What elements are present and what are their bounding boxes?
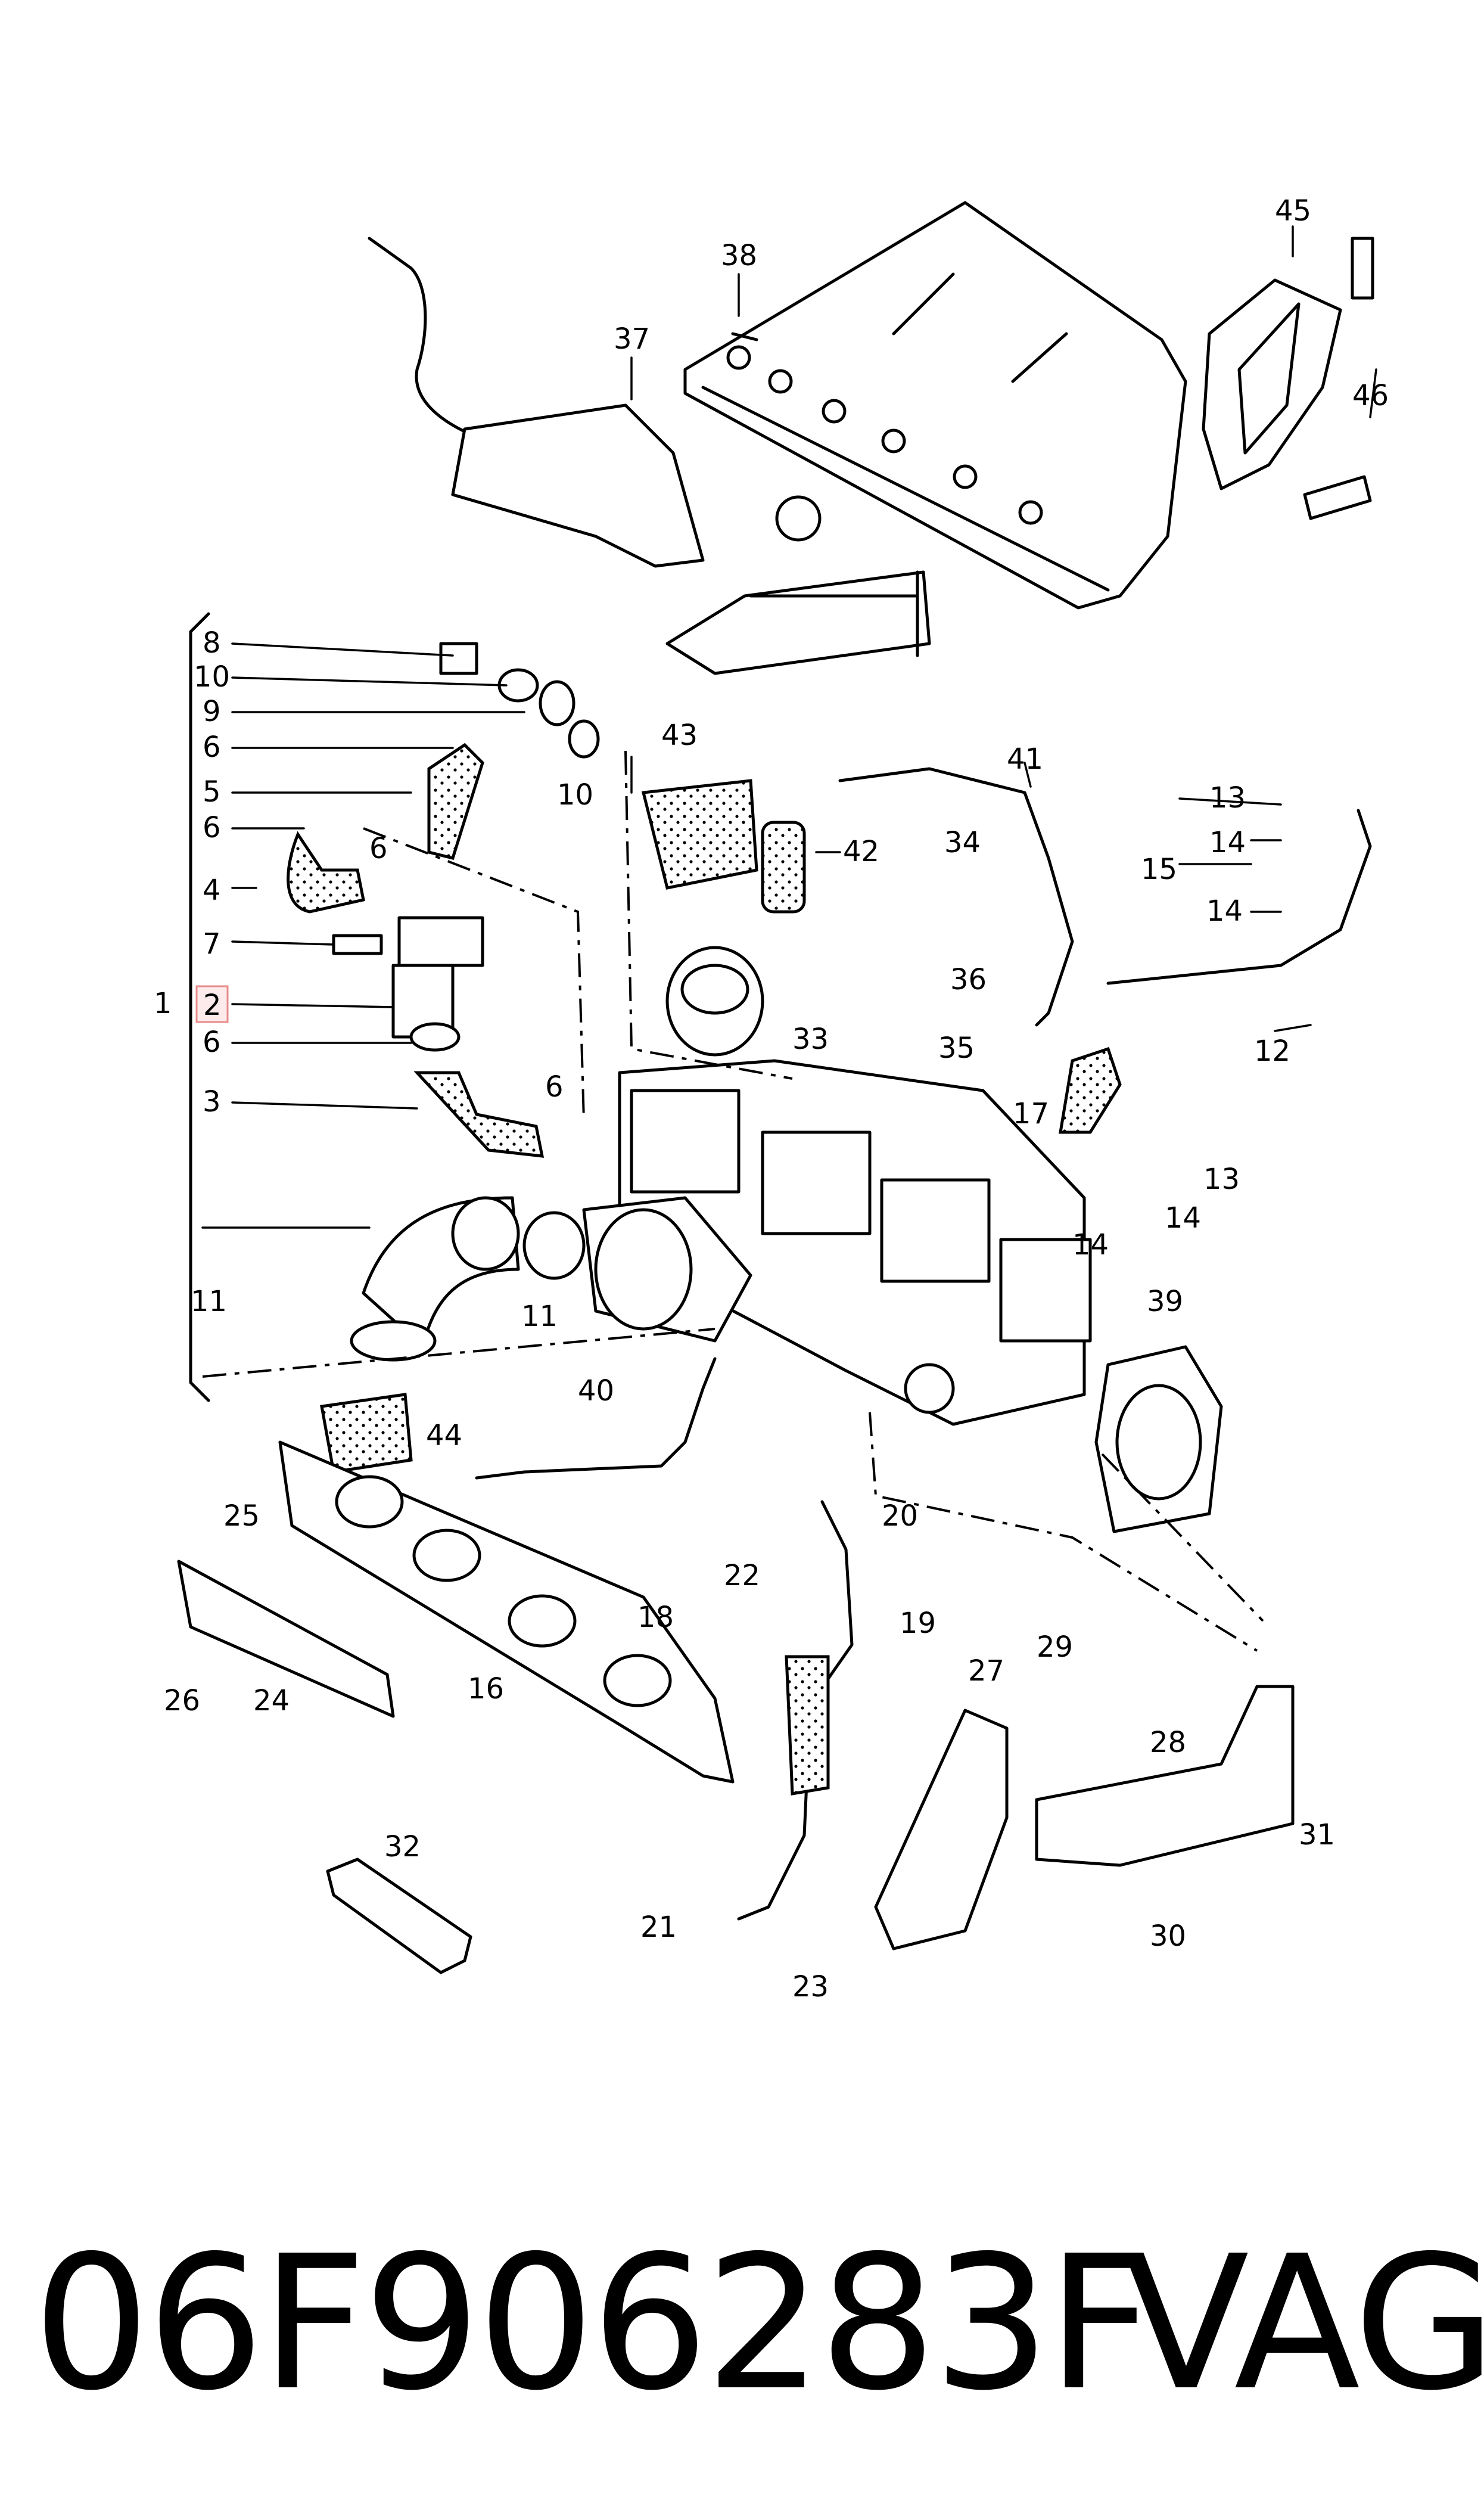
callout-11b: 11 xyxy=(521,1300,558,1333)
callout-11a: 11 xyxy=(191,1285,227,1318)
heat-shield-24 xyxy=(177,1560,395,1718)
heat-shield-37 xyxy=(368,237,931,675)
callout-34: 34 xyxy=(944,826,981,859)
callout-39: 39 xyxy=(1147,1285,1183,1318)
callout-18: 18 xyxy=(637,1601,674,1634)
callout-labels: 1 2 3 4 5 6 6 6 6 6 7 8 9 10 10 11 11 12… xyxy=(154,194,1389,2004)
callout-42: 42 xyxy=(843,835,879,868)
callout-10a: 10 xyxy=(194,660,230,694)
brand: VAG xyxy=(1123,2216,1484,2431)
sleeve-43 xyxy=(641,779,758,890)
callout-20: 20 xyxy=(882,1499,918,1533)
line-19-sleeve xyxy=(785,1655,830,1796)
paste-tube-32 xyxy=(326,1858,472,1974)
callout-2: 2 xyxy=(203,989,222,1022)
leader-lines xyxy=(201,225,1377,1229)
callout-28: 28 xyxy=(1150,1726,1186,1759)
callout-6c: 6 xyxy=(203,1026,221,1059)
callout-41: 41 xyxy=(1007,743,1043,776)
assembly-line-c xyxy=(1101,1453,1264,1622)
callout-9: 9 xyxy=(203,695,221,728)
pipe-41 xyxy=(838,767,1074,1027)
callout-40: 40 xyxy=(578,1374,614,1408)
callout-43: 43 xyxy=(661,719,698,752)
heat-shield-upper xyxy=(683,201,1187,610)
callout-19: 19 xyxy=(900,1607,936,1640)
callout-38: 38 xyxy=(721,239,757,272)
callout-14d: 14 xyxy=(1072,1228,1109,1262)
sleeve-44 xyxy=(320,1393,413,1474)
pipe-12 xyxy=(1106,809,1372,985)
callout-32: 32 xyxy=(384,1830,421,1863)
callout-25: 25 xyxy=(223,1499,260,1533)
callout-29: 29 xyxy=(1037,1630,1073,1664)
callout-6e: 6 xyxy=(545,1070,564,1104)
callout-26: 26 xyxy=(164,1684,200,1717)
callout-14a: 14 xyxy=(1209,826,1246,859)
callout-2-highlight xyxy=(195,985,229,1023)
bolts-46 xyxy=(1303,237,1374,520)
callout-30: 30 xyxy=(1150,1919,1186,1953)
bracket-28 xyxy=(1035,1685,1295,1867)
group-bracket xyxy=(189,612,210,1402)
callout-35: 35 xyxy=(938,1032,975,1065)
hose-42 xyxy=(761,821,806,914)
callout-6d: 6 xyxy=(369,832,388,865)
callout-24: 24 xyxy=(253,1684,290,1717)
callout-6a: 6 xyxy=(203,731,221,764)
assembly-line-d xyxy=(869,1412,1258,1652)
support-27 xyxy=(874,1709,1009,1950)
part-number: 06F906283F xyxy=(33,2216,1153,2431)
callout-6b: 6 xyxy=(203,811,221,844)
callout-14c: 14 xyxy=(1165,1201,1201,1235)
turbocharger-manifold xyxy=(582,946,1092,1426)
callout-4: 4 xyxy=(203,874,221,907)
callout-13b: 13 xyxy=(1203,1163,1240,1196)
callout-17: 17 xyxy=(1013,1097,1049,1130)
callout-13a: 13 xyxy=(1209,781,1246,815)
assembly-line-e xyxy=(202,1328,715,1378)
callout-14b: 14 xyxy=(1206,894,1243,928)
callout-7: 7 xyxy=(203,927,221,961)
callout-45: 45 xyxy=(1275,194,1311,228)
callout-36: 36 xyxy=(950,963,987,996)
callout-44: 44 xyxy=(426,1419,462,1452)
callout-1: 1 xyxy=(154,987,172,1020)
callout-37: 37 xyxy=(614,322,650,356)
bracket-45 xyxy=(1202,278,1342,490)
callout-21: 21 xyxy=(640,1911,677,1944)
callout-33: 33 xyxy=(792,1023,829,1056)
callout-22: 22 xyxy=(724,1559,760,1592)
callout-5: 5 xyxy=(203,775,221,809)
callout-8: 8 xyxy=(203,626,221,660)
footer: 06F906283F VAG xyxy=(33,2205,1484,2443)
callout-12: 12 xyxy=(1254,1035,1290,1068)
callout-3: 3 xyxy=(203,1085,221,1119)
assembly-line-b xyxy=(624,750,793,1080)
assembly-line-a xyxy=(363,827,585,1121)
line-40 xyxy=(475,1357,717,1480)
callout-46: 46 xyxy=(1352,379,1389,412)
callout-31: 31 xyxy=(1299,1818,1335,1852)
callout-16: 16 xyxy=(468,1672,504,1706)
callout-27: 27 xyxy=(968,1654,1004,1688)
callout-15: 15 xyxy=(1141,853,1177,886)
pipe-12-sleeve xyxy=(1059,1046,1122,1134)
callout-23: 23 xyxy=(792,1970,829,2004)
diagram-canvas: 1 2 3 4 5 6 6 6 6 6 7 8 9 10 10 11 11 12… xyxy=(154,194,1389,2004)
callout-10b: 10 xyxy=(557,778,593,812)
